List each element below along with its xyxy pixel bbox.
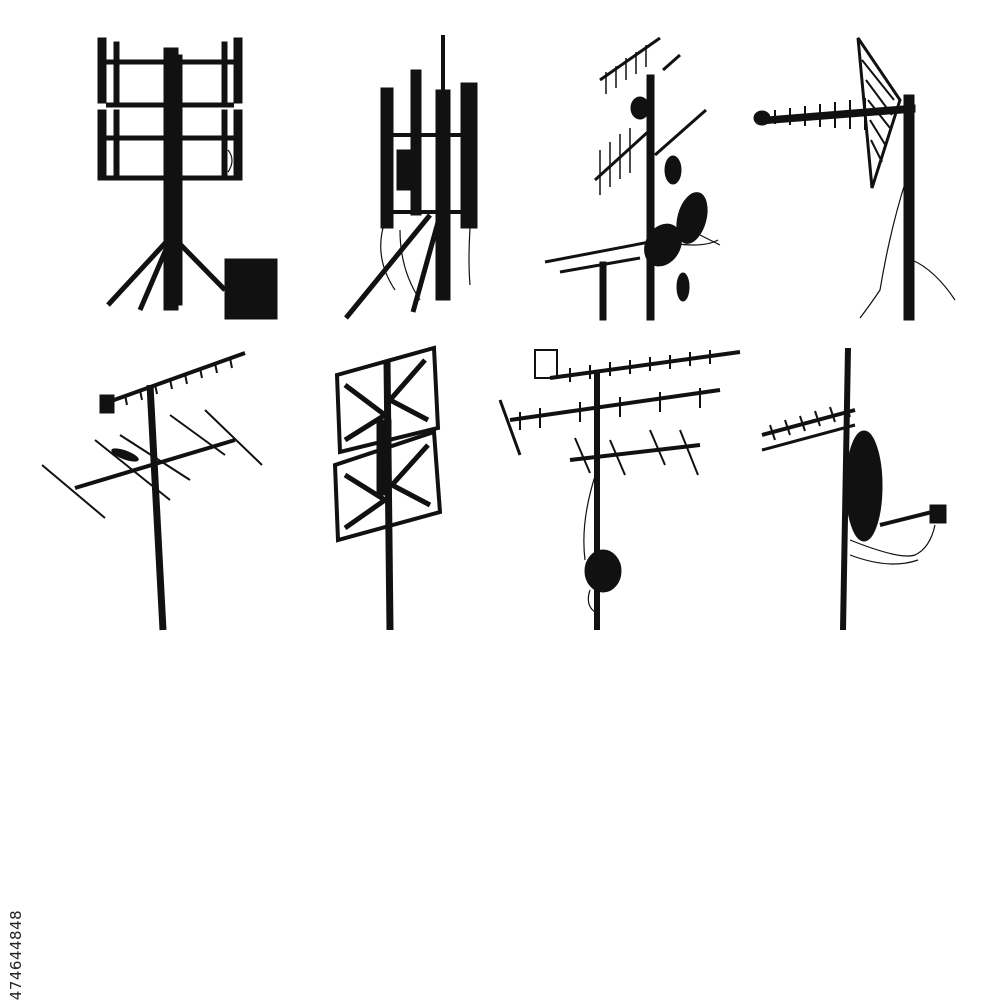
bowtie-grid-uhf-antenna: [332, 345, 443, 631]
yagi-tv-antenna-with-crossbars: [41, 351, 263, 631]
antenna-silhouettes-illustration: [41, 35, 956, 631]
log-periodic-antenna-on-pole: [753, 37, 956, 321]
cellular-mast-with-vertical-panels: [344, 35, 478, 320]
yagi-antenna-with-satellite-dish: [761, 347, 947, 631]
image-id-label: 474644848: [7, 909, 25, 1000]
cellular-tower-with-panel-antennas: [97, 37, 278, 320]
mast-with-yagi-antennas-and-dishes: [544, 36, 721, 321]
stock-id-watermark: 474644848: [4, 420, 28, 1000]
multi-yagi-antenna-with-dish: [498, 349, 741, 630]
